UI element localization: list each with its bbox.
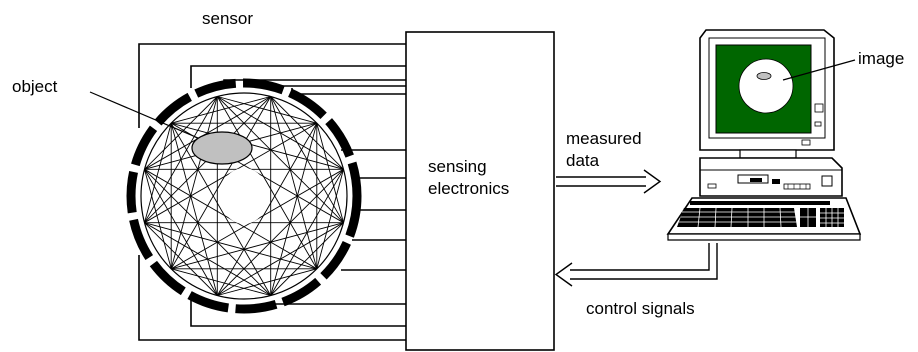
- sensitivity-line: [144, 168, 272, 296]
- sensitivity-line: [217, 268, 317, 296]
- sensitivity-line: [144, 222, 218, 296]
- sensitivity-line: [170, 96, 218, 269]
- measured-label-line2: data: [566, 151, 600, 170]
- measured-data-arrow: [556, 169, 662, 194]
- object-label: object: [12, 77, 58, 96]
- sensitivity-line: [144, 123, 172, 223]
- sensitivity-line: [316, 169, 344, 269]
- computer: image: [666, 29, 904, 241]
- sensitivity-line: [216, 122, 318, 296]
- measured-label-line1: measured: [566, 129, 642, 148]
- sensitivity-line: [270, 96, 344, 170]
- sensitivity-line: [216, 168, 344, 296]
- sensitivity-line: [144, 96, 218, 170]
- sensitivity-line: [144, 96, 218, 223]
- image-leader-line: [782, 59, 856, 81]
- sensitivity-line: [216, 96, 344, 224]
- control-signals-label: control signals: [586, 299, 695, 318]
- reconstructed-image: [738, 58, 794, 114]
- sensing-label-line2: electronics: [428, 179, 509, 198]
- sensing-label-line1: sensing: [428, 157, 487, 176]
- system-unit: [699, 157, 843, 197]
- sensitivity-line: [270, 222, 344, 296]
- center-region: [220, 168, 268, 224]
- sensor-label: sensor: [202, 9, 253, 28]
- sensitivity-line: [170, 122, 272, 296]
- sensitivity-line: [170, 123, 218, 296]
- sensitivity-line: [171, 96, 271, 124]
- sensing-electronics-box: [405, 31, 555, 351]
- sensitivity-line: [171, 222, 344, 270]
- reconstructed-object: [756, 72, 772, 80]
- control-signals-arrow: [554, 243, 718, 287]
- sensitivity-line: [171, 268, 271, 296]
- object-ellipse: [191, 131, 253, 165]
- sensitivity-line: [144, 222, 317, 270]
- monitor: [699, 29, 835, 159]
- sensitivity-line: [217, 96, 344, 170]
- sensitivity-line: [270, 96, 318, 269]
- sensitivity-line: [316, 123, 344, 223]
- sensitivity-line: [170, 96, 272, 270]
- keyboard: [666, 197, 862, 241]
- sensitivity-line: [270, 123, 318, 296]
- sensitivity-line: [171, 122, 344, 170]
- sensitivity-line: [144, 169, 172, 269]
- image-label: image: [858, 49, 904, 68]
- sensitivity-line: [217, 96, 317, 124]
- object-leader-line: [89, 91, 199, 139]
- sensitivity-line: [216, 96, 318, 270]
